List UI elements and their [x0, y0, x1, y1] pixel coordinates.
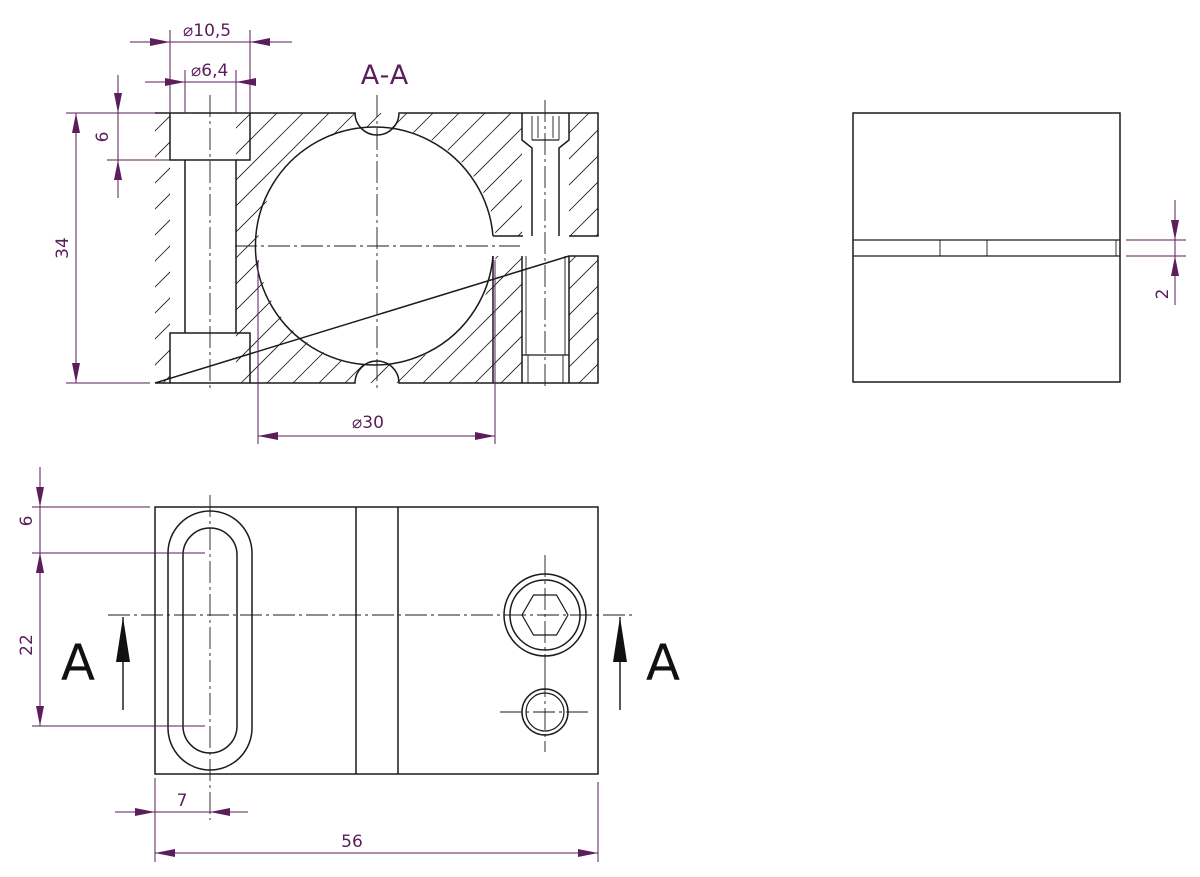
section-marker-left: A: [61, 634, 95, 692]
dim-text-top-dia-inner: ⌀6,4: [191, 61, 228, 81]
dim-text-slot-offset: 7: [177, 791, 188, 811]
small-hole: [500, 675, 592, 752]
dim-bore-dia: ⌀30: [257, 260, 496, 444]
dim-total-width: 56: [154, 778, 599, 862]
dim-text-top-dia-outer: ⌀10,5: [183, 21, 231, 41]
dim-text-edge-to-slot: 6: [17, 516, 37, 527]
dim-side-gap: 2: [1126, 200, 1186, 305]
section-cut-line: A A: [61, 614, 680, 710]
slot: [167, 495, 253, 820]
dim-text-bore-dia: ⌀30: [352, 413, 384, 433]
counterbore-hole: [169, 95, 251, 390]
dim-text-top-height: 34: [53, 237, 73, 259]
dim-top-dia-outer: ⌀10,5: [130, 21, 292, 113]
dim-top-height: 34: [53, 112, 155, 384]
section-title: A-A: [361, 60, 410, 91]
dim-text-counterbore-depth: 6: [93, 132, 113, 143]
side-view: 2: [852, 112, 1186, 383]
dim-edge-to-slot: 6: [17, 467, 205, 595]
dim-text-slot-length: 22: [17, 634, 37, 656]
dim-text-side-gap: 2: [1153, 289, 1173, 300]
dim-top-dia-inner: ⌀6,4: [145, 61, 256, 113]
section-marker-right: A: [646, 634, 680, 692]
dim-slot-offset: 7: [115, 778, 248, 820]
screw-hole: [521, 100, 570, 390]
dim-slot-length: 22: [17, 553, 205, 727]
section-outline: [154, 112, 599, 384]
hole-masks: [258, 113, 599, 383]
dim-text-total-width: 56: [341, 832, 363, 852]
section-view-aa: A-A: [53, 21, 599, 444]
top-view: A A 6 22 7: [17, 467, 680, 862]
main-bore: [235, 95, 523, 390]
